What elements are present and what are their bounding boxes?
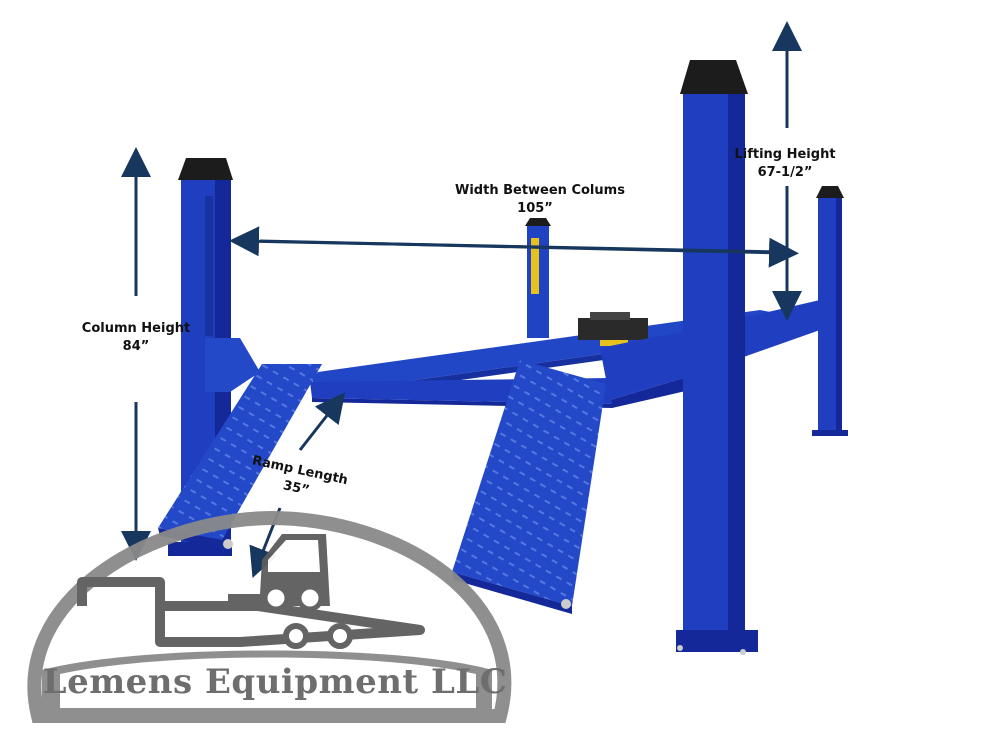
width-between-columns-title: Width Between Colums (455, 183, 625, 198)
logo-inner-band (60, 657, 476, 708)
lifting-height-value: 67-1/2” (757, 165, 813, 180)
back-right-column (812, 186, 848, 436)
width-between-columns-value: 105” (517, 201, 553, 216)
width-between-columns-label: Width Between Colums 105” (455, 182, 625, 218)
ramp-length-arrow-up (298, 392, 346, 451)
width-arrow-right (259, 237, 799, 268)
column-height-title: Column Height (81, 321, 191, 336)
dimension-arrows (121, 21, 802, 578)
trailer-icon (77, 577, 425, 649)
lifting-height-label: Lifting Height 67-1/2” (730, 146, 840, 182)
column-height-value: 84” (122, 339, 150, 354)
jack-assembly (578, 312, 648, 346)
front-right-column (676, 60, 758, 655)
logo-arch (27, 510, 512, 723)
lifting-height-title: Lifting Height (734, 147, 836, 162)
skid-steer-icon (228, 534, 330, 612)
company-name: Lemens Equipment LLC (42, 662, 508, 702)
company-logo (27, 510, 512, 723)
back-left-column (525, 218, 551, 338)
right-ramp (452, 360, 606, 614)
column-height-label: Column Height 84” (76, 320, 196, 356)
